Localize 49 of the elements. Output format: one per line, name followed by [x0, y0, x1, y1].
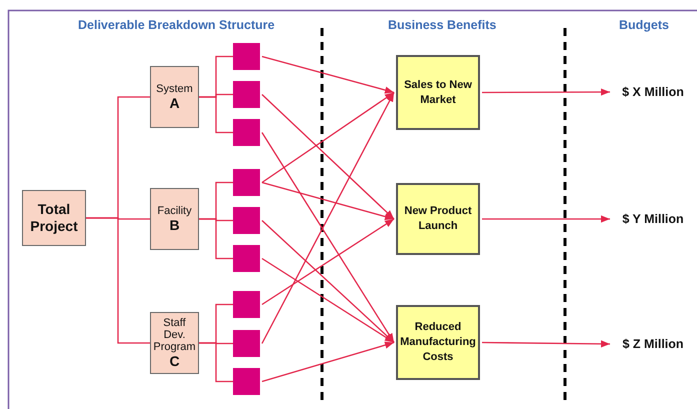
connector-line — [199, 96, 233, 134]
deliverable-square — [233, 291, 260, 318]
deliverable-square — [233, 43, 260, 70]
arrow — [261, 92, 395, 344]
tree-box — [150, 312, 199, 374]
benefit-box — [396, 305, 480, 380]
tree-box — [150, 188, 199, 250]
arrow — [262, 92, 394, 184]
budget-label: $ X Million — [622, 85, 684, 99]
box-label: Total Project — [29, 201, 79, 235]
arrow — [262, 94, 394, 220]
deliverable-square — [233, 368, 260, 395]
box-label: New Product Launch — [403, 204, 473, 234]
deliverable-square — [233, 119, 260, 146]
arrow — [262, 342, 394, 382]
arrow — [262, 218, 394, 306]
letter-label: C — [169, 353, 180, 369]
arrow — [262, 220, 394, 343]
arrow — [482, 88, 610, 96]
tree-box — [22, 190, 86, 246]
budget-label: $ Y Million — [622, 212, 684, 226]
box-label: System — [156, 83, 193, 95]
deliverable-square — [233, 207, 260, 234]
connector-line — [199, 342, 233, 382]
box-label: Facility — [157, 205, 192, 217]
box-label: Staff Dev. Program — [152, 317, 197, 353]
arrow — [482, 340, 610, 348]
arrow — [262, 258, 394, 344]
deliverable-square — [233, 245, 260, 272]
tree-box — [150, 66, 199, 128]
deliverable-square — [233, 330, 260, 357]
column-heading: Budgets — [619, 18, 669, 32]
deliverable-square — [233, 169, 260, 196]
connector-line — [86, 217, 150, 344]
box-label: Sales to New Market — [403, 78, 473, 108]
letter-label: A — [169, 95, 180, 111]
column-heading: Business Benefits — [388, 18, 496, 32]
connector-line — [199, 218, 233, 260]
budget-label: $ Z Million — [622, 337, 684, 351]
arrow — [482, 215, 610, 223]
arrow — [261, 132, 395, 343]
arrow — [262, 182, 394, 220]
letter-label: B — [169, 217, 180, 233]
arrow — [262, 56, 394, 94]
benefit-box — [396, 183, 480, 255]
column-heading: Deliverable Breakdown Structure — [78, 18, 275, 32]
deliverable-square — [233, 81, 260, 108]
benefit-box — [396, 55, 480, 130]
box-label: Reduced Manufacturing Costs — [399, 320, 477, 365]
